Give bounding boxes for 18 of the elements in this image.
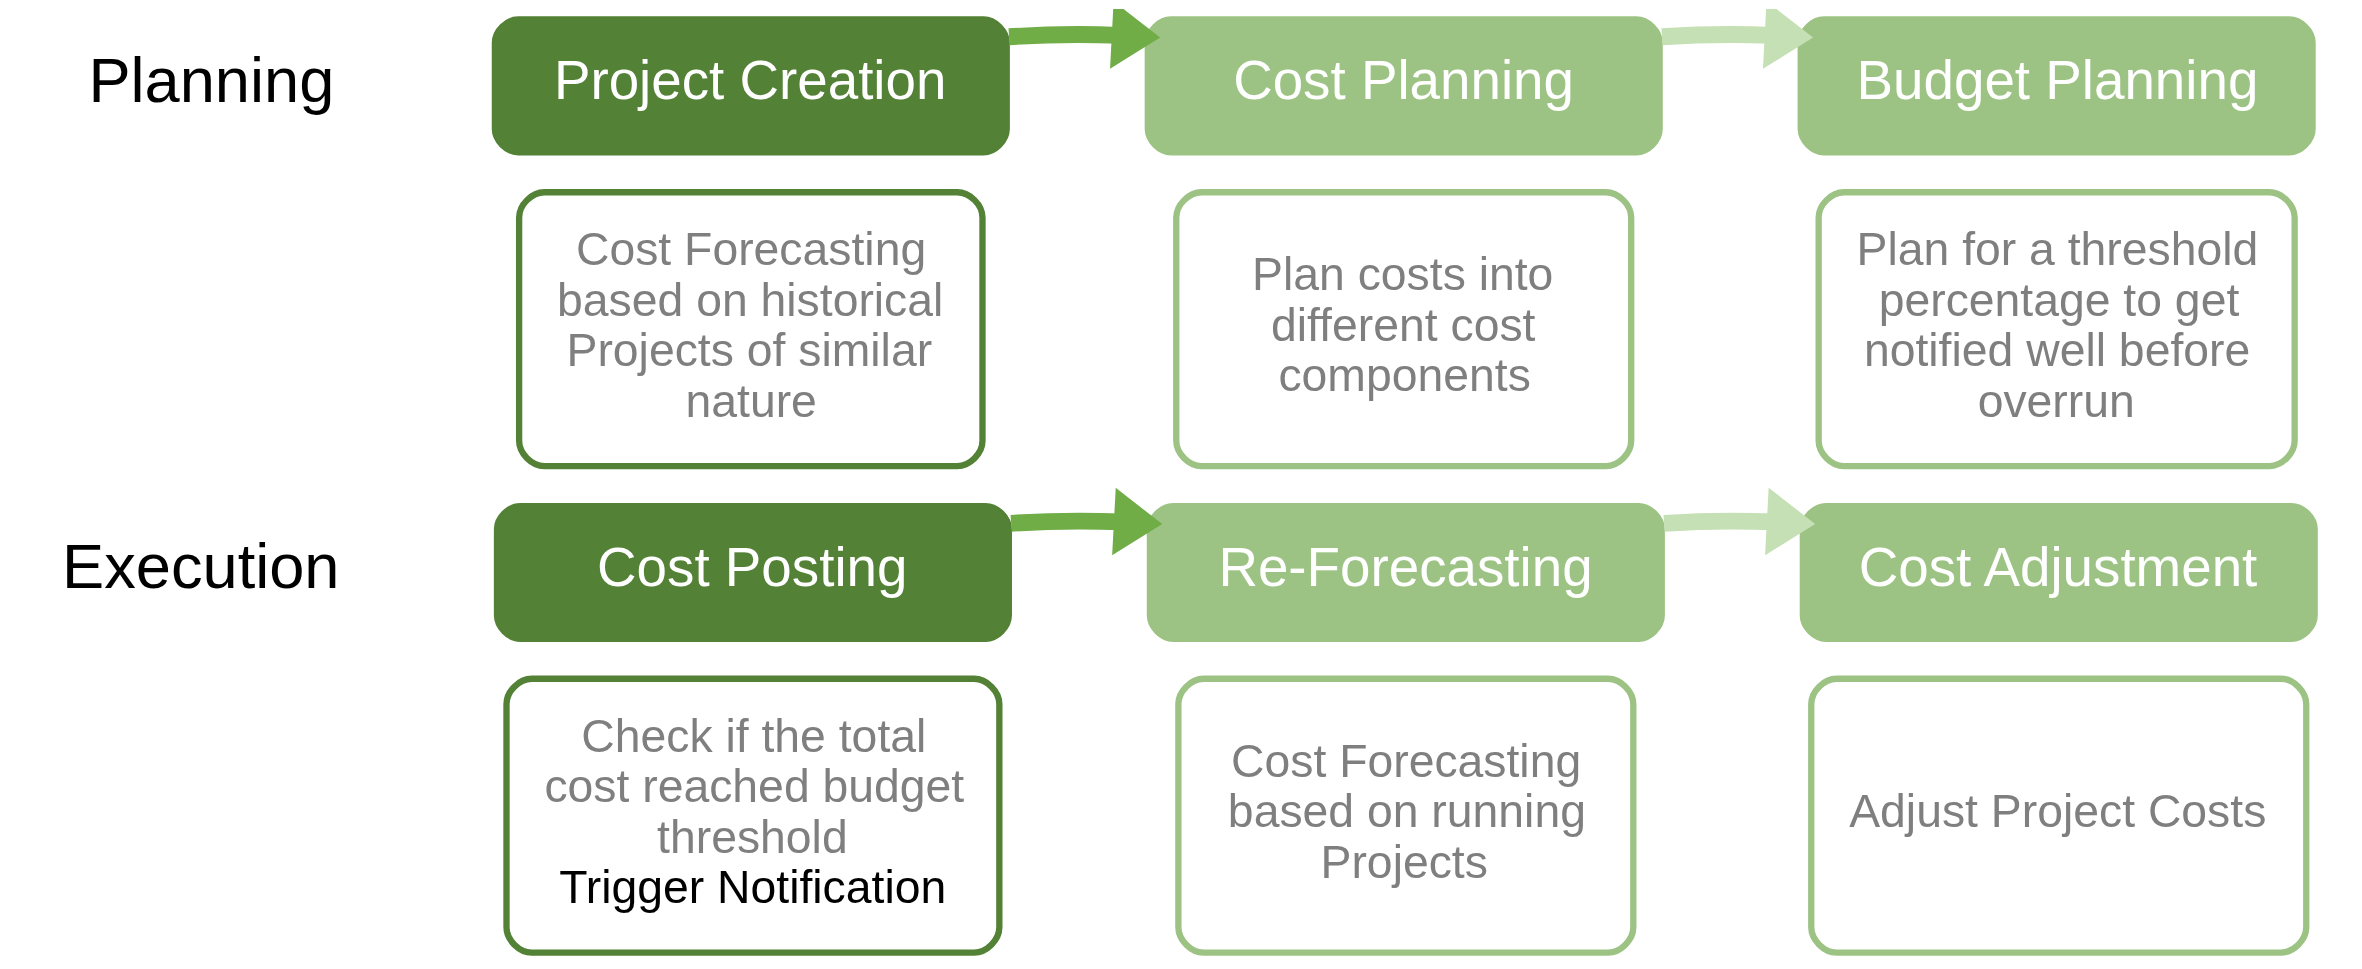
node-box: Cost Adjustment bbox=[1799, 502, 2318, 642]
arrow bbox=[1008, 8, 1161, 69]
label: Execution bbox=[62, 530, 340, 601]
node-box: Budget Planning bbox=[1797, 15, 2316, 155]
arrow bbox=[1663, 487, 1816, 555]
node-box: Cost Forecasting based on running Projects bbox=[1175, 675, 1637, 956]
label: Planning bbox=[88, 44, 335, 115]
node-box: Cost Planning bbox=[1144, 15, 1663, 155]
arrow bbox=[1010, 487, 1163, 555]
node-box: Project Creation bbox=[491, 15, 1010, 155]
node-box: Plan costs into different cost components bbox=[1173, 188, 1635, 469]
node-box: Plan for a threshold percentage to get notified well before overrun bbox=[1815, 188, 2298, 469]
node-box: Re-Forecasting bbox=[1146, 502, 1665, 642]
node-box: Adjust Project Costs bbox=[1808, 675, 2310, 956]
node-box: Cost Forecasting based on historical Projects of similar nature bbox=[515, 188, 986, 469]
arrow bbox=[1661, 8, 1814, 69]
node-box: Check if the total cost reached budget threshold Trigger Notification bbox=[503, 675, 1003, 956]
node-box: Cost Posting bbox=[493, 502, 1012, 642]
